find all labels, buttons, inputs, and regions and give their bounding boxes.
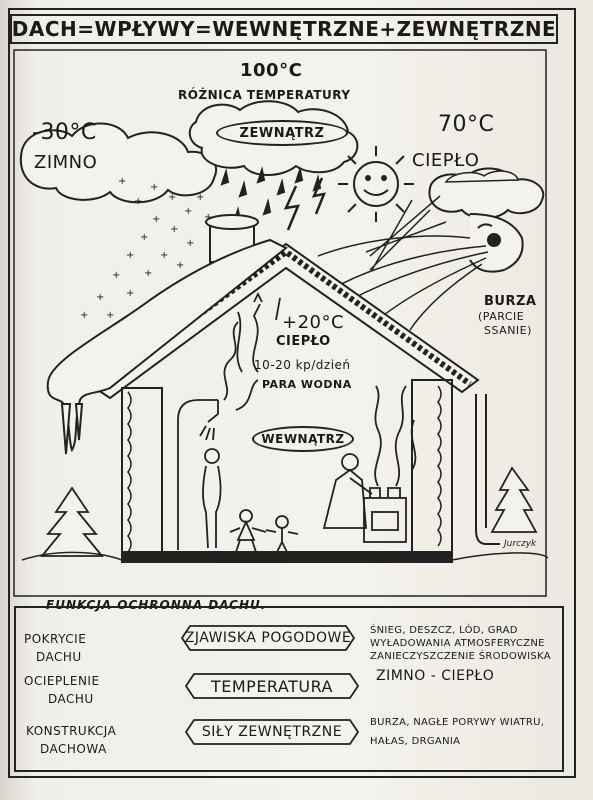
storm-label: BURZA: [484, 294, 537, 309]
svg-text:+: +: [176, 260, 184, 271]
vapor-rate: 10-20 kp/dzień: [254, 358, 351, 372]
row-1-right: ŚNIEG, DESZCZ, LÓD, GRAD WYŁADOWANIA ATM…: [370, 625, 551, 662]
top-temperature: 100°C: [240, 60, 303, 81]
lightning-icon: [283, 177, 327, 231]
section-title: FUNKCJA OCHRONNA DACHU.: [46, 598, 267, 612]
svg-text:+: +: [170, 224, 178, 235]
cold-cloud-icon: [19, 122, 217, 204]
storm-detail-2: SSANIE): [484, 324, 532, 337]
hot-temperature: 70°C: [438, 112, 495, 137]
svg-text:+: +: [112, 270, 120, 281]
cold-label: ZIMNO: [34, 152, 98, 173]
house-walls: [121, 379, 500, 563]
svg-text:+: +: [126, 250, 134, 261]
svg-text:+: +: [184, 206, 192, 217]
inside-warm-label: CIEPŁO: [276, 334, 331, 349]
svg-text:+: +: [196, 192, 204, 203]
row-2-right: ZIMNO - CIEPŁO: [376, 668, 495, 684]
tree-icon: [40, 466, 538, 557]
svg-text:+: +: [96, 292, 104, 303]
children-icon: [229, 509, 299, 555]
hot-label: CIEPŁO: [412, 150, 480, 171]
storm-detail-1: (PARCIE: [478, 310, 525, 323]
row-3-right: BURZA, NAGŁE PORYWY WIATRU, HAŁAS, DRGAN…: [370, 717, 545, 747]
row-3-left: KONSTRUKCJA DACHOWA: [26, 724, 117, 756]
svg-text:+: +: [186, 238, 194, 249]
svg-text:+: +: [144, 268, 152, 279]
svg-text:+: +: [152, 214, 160, 225]
roof-icon: [46, 238, 480, 455]
svg-text:+: +: [106, 310, 114, 321]
svg-text:+: +: [160, 250, 168, 261]
wind-face-icon: [469, 213, 524, 273]
house-illustration: +++ +++ +++ +++ +++ +++ ++: [13, 49, 549, 597]
snow-icon: +++ +++ +++ +++ +++ +++ ++: [80, 176, 212, 321]
outer-frame: [8, 8, 576, 778]
warm-air-arrows: [236, 291, 281, 373]
svg-text:+: +: [150, 182, 158, 193]
page-title: DACH=WPŁYWY=WEWNĘTRZNE+ZEWNĘTRZNE: [10, 14, 558, 44]
row-3-middle: SIŁY ZEWNĘTRZNE: [184, 718, 360, 746]
sun-icon: [338, 146, 414, 222]
inside-label: WEWNĄTRZ: [252, 426, 354, 452]
svg-text:+: +: [80, 310, 88, 321]
temperature-difference-label: RÓŻNICA TEMPERATURY: [178, 88, 351, 102]
outside-label: ZEWNĄTRZ: [216, 120, 348, 146]
inside-temperature: +20°C: [282, 312, 345, 333]
shower-icon: [177, 321, 259, 550]
cold-temperature: -30°C: [32, 120, 97, 145]
svg-text:+: +: [126, 288, 134, 299]
signature: Jurczyk: [502, 539, 537, 549]
svg-text:+: +: [168, 192, 176, 203]
row-2-middle: TEMPERATURA: [184, 672, 360, 700]
row-1-middle: ZJAWISKA POGODOWE: [180, 624, 356, 652]
svg-text:+: +: [140, 232, 148, 243]
vapor-label: PARA WODNA: [262, 378, 352, 391]
row-1-left: POKRYCIE DACHU: [24, 632, 87, 664]
arrow-box-outline: [180, 625, 356, 651]
protective-function-table: [14, 606, 564, 772]
svg-text:+: +: [118, 176, 126, 187]
woman-cooking-icon: [322, 385, 417, 543]
svg-text:+: +: [204, 212, 212, 223]
wind-lines: [317, 195, 489, 331]
arrow-box-outline: [184, 673, 360, 699]
svg-text:+: +: [134, 196, 142, 207]
row-2-left: OCIEPLENIE DACHU: [24, 674, 100, 706]
arrow-box-outline: [184, 719, 360, 745]
